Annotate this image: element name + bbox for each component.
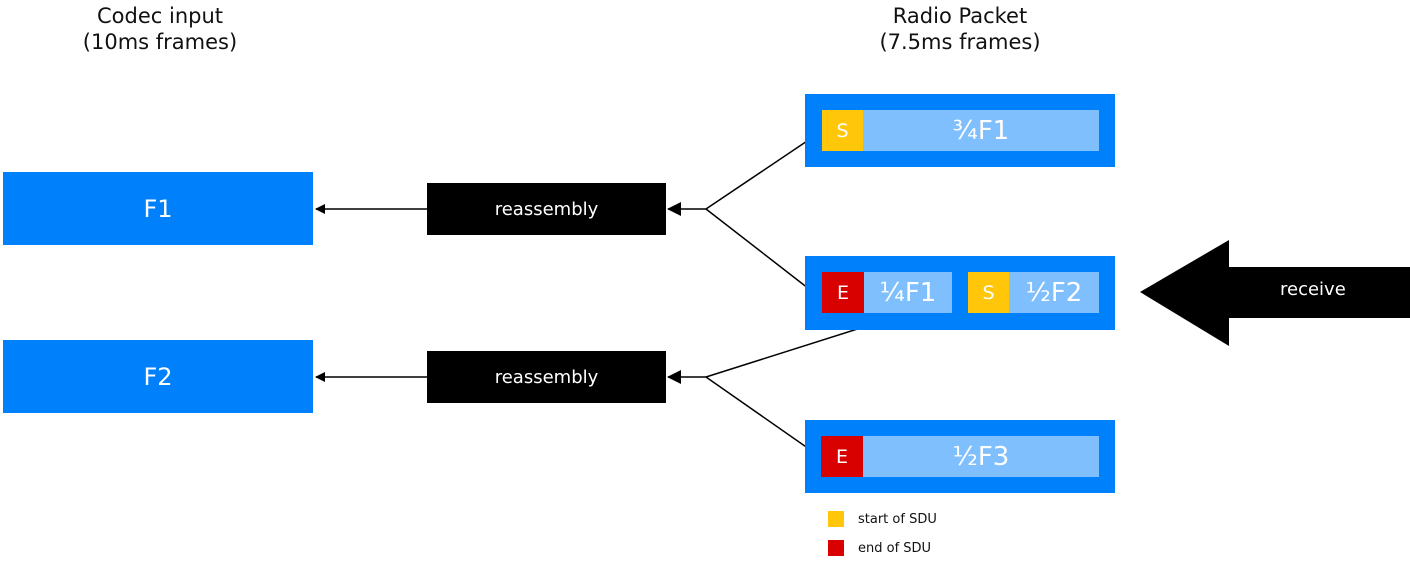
legend-start-of-sdu: start of SDU [828, 511, 937, 527]
codec-input-heading: Codec input (10ms frames) [55, 3, 265, 55]
reassembly-block-2: reassembly [427, 351, 666, 403]
codec-frame-f1: F1 [3, 172, 313, 245]
segment-label: ½F2 [1025, 277, 1083, 308]
codec-frame-label: F2 [143, 362, 173, 391]
reassembly-label: reassembly [494, 366, 599, 388]
marker-letter: S [982, 281, 995, 304]
packet3-segment: ½F3 [863, 436, 1099, 477]
packet2-segment-2: ½F2 [1009, 272, 1099, 313]
codec-input-title: Codec input [97, 4, 223, 28]
reassembly-block-1: reassembly [427, 183, 666, 235]
codec-frame-f2: F2 [3, 340, 313, 413]
receive-label: receive [1280, 279, 1346, 300]
segment-label: ½F3 [952, 441, 1010, 472]
line-packet3-end-to-fork2 [705, 376, 823, 459]
legend-label: start of SDU [858, 511, 937, 527]
packet1-segment: ¾F1 [863, 110, 1099, 151]
segment-label: ¼F1 [879, 277, 937, 308]
radio-packet-title: Radio Packet [892, 4, 1028, 28]
end-of-sdu-marker: E [821, 436, 863, 477]
legend-end-of-sdu: end of SDU [828, 540, 931, 556]
legend-swatch-red [828, 540, 844, 556]
start-of-sdu-marker: S [822, 110, 863, 151]
codec-input-subtitle: (10ms frames) [82, 30, 238, 54]
segment-label: ¾F1 [952, 115, 1010, 146]
end-of-sdu-marker: E [822, 272, 864, 313]
legend-label: end of SDU [858, 540, 932, 556]
reassembly-label: reassembly [494, 198, 599, 220]
codec-frame-label: F1 [143, 194, 173, 223]
receive-arrow-shape [1140, 240, 1410, 346]
start-of-sdu-marker: S [968, 272, 1009, 313]
radio-packet-subtitle: (7.5ms frames) [879, 30, 1041, 54]
marker-letter: E [835, 445, 848, 468]
packet2-segment-1: ¼F1 [864, 272, 952, 313]
receive-arrow: receive [1280, 279, 1346, 300]
radio-packet-heading: Radio Packet (7.5ms frames) [855, 3, 1065, 55]
marker-letter: S [836, 119, 849, 142]
marker-letter: E [836, 281, 849, 304]
line-packet2-end-to-fork1 [705, 208, 823, 300]
line-packet1-start-to-fork1 [705, 130, 823, 210]
legend-swatch-yellow [828, 511, 844, 527]
